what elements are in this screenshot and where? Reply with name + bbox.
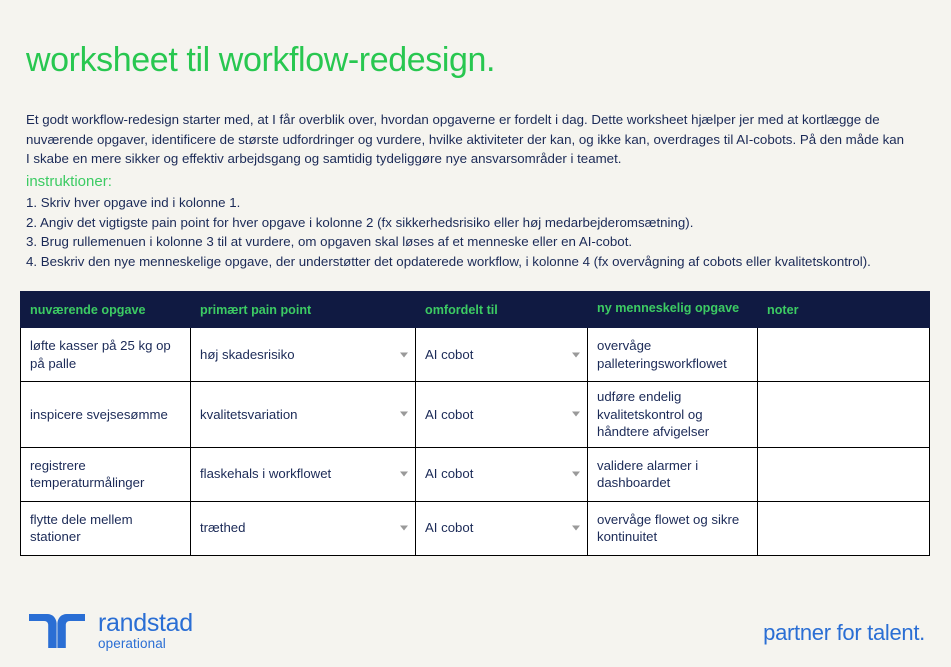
column-header-current-task: nuværende opgave	[20, 291, 191, 328]
page-footer: randstad operational partner for talent.	[0, 581, 951, 667]
chevron-down-icon[interactable]	[572, 411, 580, 417]
worksheet-table: nuværende opgave primært pain point omfo…	[20, 291, 930, 556]
chevron-down-icon[interactable]	[572, 471, 580, 477]
cell-new-human-task[interactable]: overvåge palleteringsworkflowet	[587, 327, 758, 382]
column-header-reassigned-to: omfordelt til	[415, 291, 588, 328]
cell-notes[interactable]	[757, 327, 930, 382]
chevron-down-icon[interactable]	[572, 525, 580, 531]
randstad-twist-icon	[29, 614, 85, 648]
chevron-down-icon[interactable]	[572, 352, 580, 357]
cell-notes[interactable]	[757, 381, 930, 448]
randstad-wordmark: randstad operational	[98, 609, 193, 652]
cell-new-human-task[interactable]: validere alarmer i dashboardet	[587, 446, 758, 502]
cell-current-task[interactable]: flytte dele mellem stationer	[20, 500, 191, 556]
cell-new-human-task[interactable]: udføre endelig kvalitetskontrol og håndt…	[587, 381, 758, 448]
cell-reassigned-to-value: AI cobot	[425, 406, 474, 422]
cell-pain-point-value: træthed	[200, 520, 246, 536]
table-header-row: nuværende opgave primært pain point omfo…	[20, 291, 930, 328]
instructions-section: instruktioner: 1. Skriv hver opgave ind …	[26, 172, 906, 271]
column-header-notes: noter	[757, 291, 930, 328]
column-header-new-human-task: ny menneskelig opgave	[587, 291, 758, 328]
randstad-logo: randstad operational	[29, 611, 193, 651]
instruction-item-4: 4. Beskriv den nye menneskelige opgave, …	[26, 253, 871, 269]
cell-reassigned-to-value: AI cobot	[425, 346, 474, 362]
logo-word: randstad	[98, 609, 193, 637]
chevron-down-icon[interactable]	[400, 471, 408, 477]
intro-paragraph: Et godt workflow-redesign starter med, a…	[26, 112, 905, 167]
chevron-down-icon[interactable]	[400, 411, 408, 417]
cell-pain-point[interactable]: kvalitetsvariation	[190, 381, 416, 448]
instructions-heading: instruktioner:	[26, 173, 112, 190]
cell-notes[interactable]	[757, 500, 930, 556]
table-row: løfte kasser på 25 kg op på palle høj sk…	[20, 327, 930, 382]
cell-reassigned-to[interactable]: AI cobot	[415, 327, 588, 382]
table-row: flytte dele mellem stationer træthed AI …	[20, 500, 930, 556]
chevron-down-icon[interactable]	[400, 352, 408, 357]
cell-reassigned-to-value: AI cobot	[425, 520, 474, 536]
instructions-list: 1. Skriv hver opgave ind i kolonne 1. 2.…	[26, 193, 906, 271]
page-title: worksheet til workflow-redesign.	[26, 40, 496, 79]
cell-pain-point[interactable]: træthed	[190, 500, 416, 556]
table-row: registrere temperaturmålinger flaskehals…	[20, 446, 930, 502]
tagline: partner for talent.	[763, 620, 925, 645]
cell-current-task[interactable]: inspicere svejsesømme	[20, 381, 191, 448]
cell-pain-point-value: kvalitetsvariation	[200, 406, 298, 422]
cell-pain-point[interactable]: flaskehals i workflowet	[190, 446, 416, 502]
cell-current-task[interactable]: registrere temperaturmålinger	[20, 446, 191, 502]
instruction-item-1: 1. Skriv hver opgave ind i kolonne 1.	[26, 195, 241, 210]
chevron-down-icon[interactable]	[400, 525, 408, 531]
cell-current-task[interactable]: løfte kasser på 25 kg op på palle	[20, 327, 191, 382]
column-header-pain-point: primært pain point	[190, 291, 416, 328]
cell-pain-point[interactable]: høj skadesrisiko	[190, 327, 416, 382]
cell-reassigned-to[interactable]: AI cobot	[415, 446, 588, 502]
logo-subbrand: operational	[98, 636, 166, 651]
table-row: inspicere svejsesømme kvalitetsvariation…	[20, 381, 930, 448]
cell-reassigned-to-value: AI cobot	[425, 466, 474, 482]
cell-new-human-task[interactable]: overvåge flowet og sikre kontinuitet	[587, 500, 758, 556]
cell-reassigned-to[interactable]: AI cobot	[415, 500, 588, 556]
cell-notes[interactable]	[757, 446, 930, 502]
instruction-item-3: 3. Brug rullemenuen i kolonne 3 til at v…	[26, 234, 633, 249]
instruction-item-2: 2. Angiv det vigtigste pain point for hv…	[26, 214, 694, 230]
cell-pain-point-value: høj skadesrisiko	[200, 346, 295, 362]
cell-pain-point-value: flaskehals i workflowet	[200, 466, 332, 482]
cell-reassigned-to[interactable]: AI cobot	[415, 381, 588, 448]
